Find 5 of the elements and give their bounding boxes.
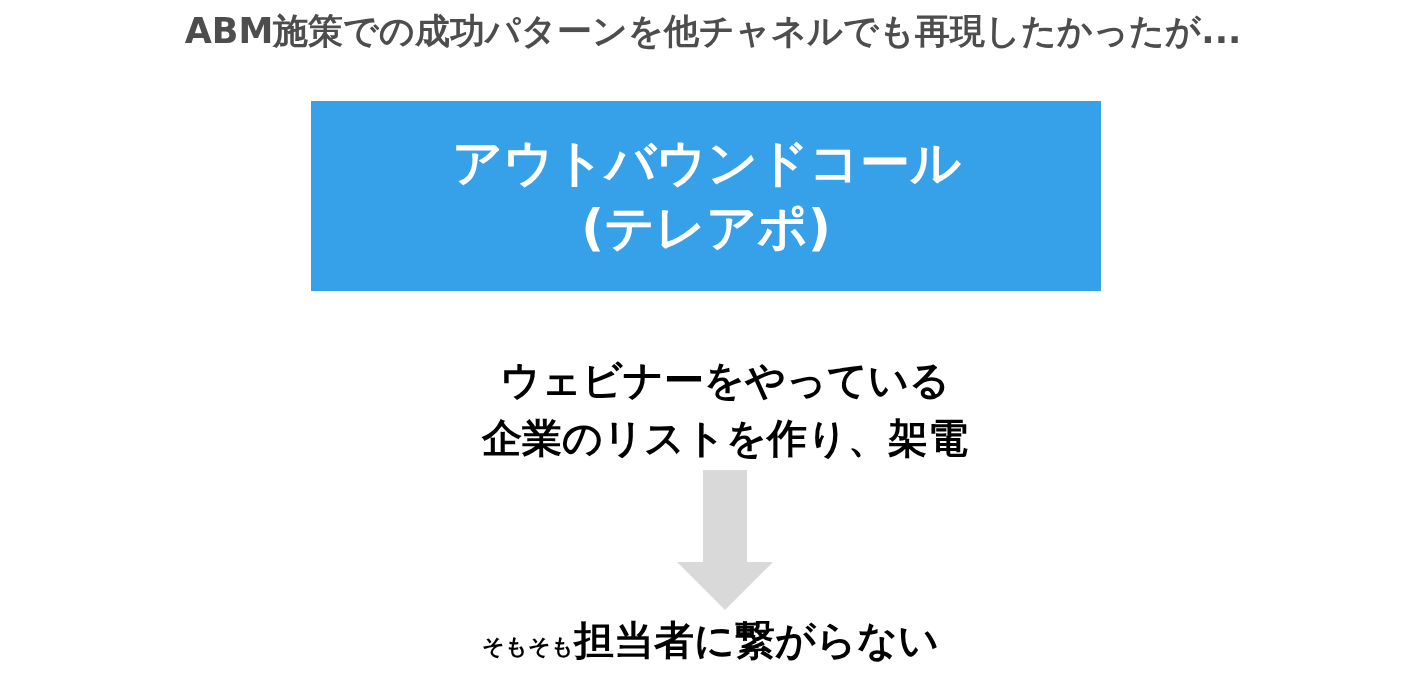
title: ABM施策での成功パターンを他チャネルでも再現したかったが... <box>183 10 1243 53</box>
step-text: ウェビナーをやっている企業のリストを作り、架電 <box>482 356 968 463</box>
arrow <box>677 470 773 610</box>
process-box: アウトバウンドコール(テレアポ) <box>311 101 1101 291</box>
result-text: そもそも担当者に繋がらない <box>481 615 939 665</box>
